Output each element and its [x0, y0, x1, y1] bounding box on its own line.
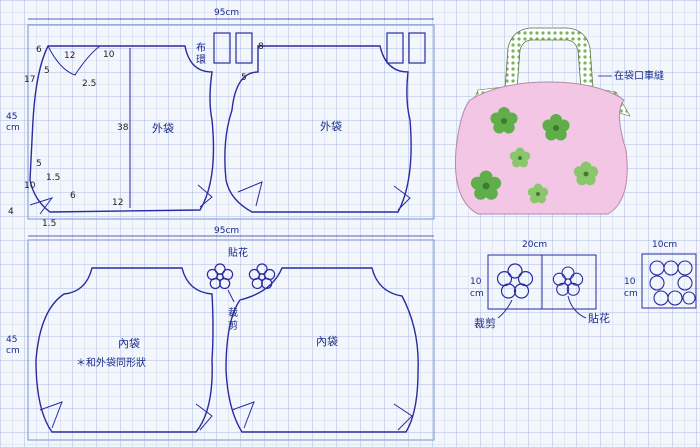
cut-arrow	[497, 299, 513, 319]
outer-bag-left-dart	[29, 197, 54, 215]
inner-bag-label-left: 內袋	[118, 336, 140, 350]
outer-bag-left-outline	[29, 45, 215, 213]
dim-4: 4	[8, 207, 14, 217]
top-panel-frame	[27, 24, 435, 220]
dim-8: 8	[258, 42, 264, 52]
circle-7	[667, 290, 683, 306]
circle-panel-frame	[641, 253, 697, 309]
cut-pointer-line	[227, 289, 235, 303]
circle-height-unit: cm	[624, 289, 638, 299]
sew-note: 在袋口車縫	[614, 69, 664, 82]
applique-flower-2	[248, 263, 276, 290]
dim-6: 6	[36, 45, 42, 55]
applique-width-label: 20cm	[522, 240, 547, 250]
outer-bag-left-dart-2	[197, 184, 213, 208]
dim-5a: 5	[44, 66, 50, 76]
applique-flower-1	[206, 263, 234, 290]
outer-bag-label-right: 外袋	[320, 119, 342, 133]
applique-sew-label: 貼花	[588, 311, 610, 325]
applique-cut-label: 裁剪	[474, 316, 496, 330]
dim-6b: 6	[70, 191, 76, 201]
outer-bag-label-left: 外袋	[152, 121, 174, 135]
top-height-unit: cm	[6, 123, 20, 133]
bottom-height-unit: cm	[6, 346, 20, 356]
circle-4	[649, 275, 665, 291]
dim-12a: 12	[64, 51, 75, 61]
dim-5b: 5	[241, 73, 247, 83]
inner-bag-left-dart	[39, 401, 63, 429]
bag-illustration: 在袋口車縫	[454, 27, 664, 215]
applique-sew-flower	[552, 266, 584, 296]
fabric-loop-rect-4	[408, 32, 426, 64]
dim-5c: 5	[36, 159, 42, 169]
applique-height-label: 10	[470, 277, 482, 287]
dim-2-5: 2.5	[82, 79, 96, 89]
fabric-loop-rect-3	[386, 32, 404, 64]
cut-label-top: 裁	[228, 306, 238, 319]
applique-panel: 20cm 10 cm 裁剪 貼花	[470, 240, 610, 330]
fabric-loop-label-2: 環	[196, 54, 206, 66]
dim-10a: 10	[103, 50, 115, 60]
dim-17: 17	[24, 75, 35, 85]
fabric-loop-label-1: 布	[196, 42, 206, 54]
dim-12b: 12	[112, 198, 123, 208]
inner-bag-right-outline	[225, 267, 419, 433]
dim-38: 38	[117, 123, 129, 133]
fabric-loop-rect-2	[235, 32, 253, 64]
bottom-panel: 95cm 45 cm 貼花 裁 剪 內袋 ＊和外袋同形狀 內袋	[6, 226, 435, 441]
top-width-label: 95cm	[214, 8, 239, 18]
bottom-width-label: 95cm	[214, 226, 239, 236]
outer-bag-right-outline	[224, 45, 412, 213]
inner-bag-label-right: 內袋	[316, 334, 338, 348]
circle-width-label: 10cm	[652, 240, 677, 250]
bag-flower-4	[470, 170, 502, 200]
inner-bag-left-outline	[35, 267, 214, 433]
top-panel: 95cm 45 cm 外袋 外袋 布 環 6 12 10 8 5 17 5 2.…	[6, 8, 435, 229]
inner-bag-note: ＊和外袋同形狀	[76, 356, 146, 369]
outer-bag-left-corner-curve	[47, 45, 101, 76]
circle-panel: 10cm 10 cm	[624, 240, 697, 309]
circle-3	[677, 260, 693, 276]
outer-bag-right-dart-2	[393, 185, 411, 211]
bottom-height-label: 45	[6, 335, 17, 345]
dim-10b: 10	[24, 181, 36, 191]
dim-1-5a: 1.5	[46, 173, 60, 183]
bag-flower-5	[527, 183, 549, 204]
applique-arrow	[567, 295, 587, 319]
dim-1-5b: 1.5	[42, 219, 56, 229]
circle-height-label: 10	[624, 277, 636, 287]
bag-flower-6	[573, 161, 599, 186]
applique-label: 貼花	[228, 246, 248, 259]
bag-flower-3	[509, 147, 531, 168]
bottom-panel-frame	[27, 239, 435, 441]
inner-bag-right-dart-2	[393, 403, 413, 431]
fabric-loop-rect-1	[213, 32, 231, 64]
applique-cut-flower	[496, 263, 534, 299]
inner-bag-left-dart-2	[195, 403, 213, 431]
top-height-label: 45	[6, 112, 17, 122]
bag-flower-1	[490, 107, 518, 134]
outer-bag-right-dart	[237, 181, 263, 207]
bag-flower-2	[542, 114, 570, 141]
applique-height-unit: cm	[470, 289, 484, 299]
circle-8	[682, 291, 696, 305]
cut-label-bottom: 剪	[228, 319, 238, 332]
circle-5	[677, 275, 693, 291]
inner-bag-right-dart	[231, 401, 255, 429]
